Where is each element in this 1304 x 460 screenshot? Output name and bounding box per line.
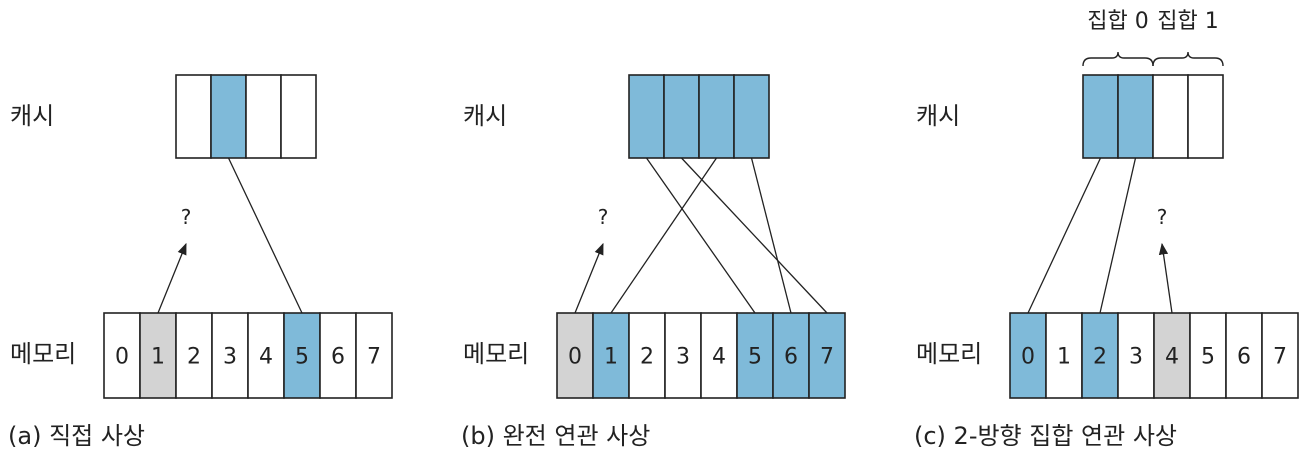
memory-block-label: 6 — [784, 345, 798, 370]
cache-label: 캐시 — [10, 102, 54, 130]
mapping-line — [645, 157, 756, 314]
mapping-lines — [610, 157, 828, 314]
memory-block-label: 2 — [187, 345, 201, 370]
cache-line-2 — [1152, 74, 1189, 159]
mapping-line — [227, 157, 303, 314]
memory-block-label: 0 — [568, 345, 582, 370]
memory-block-label: 0 — [1021, 345, 1035, 370]
memory-block-label: 5 — [1201, 345, 1215, 370]
memory-block-2 — [175, 312, 213, 399]
memory-block-label: 1 — [604, 345, 618, 370]
memory-block-label: 4 — [259, 345, 273, 370]
mapping-lines — [227, 157, 303, 314]
memory-block-0 — [556, 312, 594, 399]
unknown-mark: ? — [181, 205, 192, 229]
memory-block-0 — [1009, 312, 1047, 399]
memory-label: 메모리 — [10, 340, 76, 368]
request-arrow — [1158, 242, 1173, 314]
memory-block-label: 4 — [712, 345, 726, 370]
memory-block-1 — [592, 312, 630, 399]
memory-block-6 — [1225, 312, 1263, 399]
memory-block-label: 6 — [1237, 345, 1251, 370]
memory-block-6 — [319, 312, 357, 399]
memory-block-label: 2 — [640, 345, 654, 370]
unknown-mark: ? — [1157, 205, 1168, 229]
memory-block-label: 3 — [676, 345, 690, 370]
set-braces: 집합 0 집합 1 — [1082, 9, 1224, 67]
cache-line-3 — [280, 74, 317, 159]
memory-block-label: 4 — [1165, 345, 1179, 370]
request-arrow — [574, 242, 604, 314]
mapping-line — [610, 157, 718, 314]
memory-block-label: 3 — [1129, 345, 1143, 370]
memory-block-7 — [355, 312, 393, 399]
memory-block-7 — [808, 312, 846, 399]
cache-line-3 — [733, 74, 770, 159]
set-label-0: 집합 0 — [1087, 9, 1148, 34]
cache-lines — [628, 74, 770, 159]
memory-block-7 — [1261, 312, 1299, 399]
memory-block-label: 7 — [820, 345, 834, 370]
memory-block-3 — [1117, 312, 1155, 399]
cache-line-2 — [245, 74, 282, 159]
mapping-lines — [1027, 157, 1137, 314]
panel-caption: (b) 완전 연관 사상 — [461, 422, 650, 450]
memory-block-label: 6 — [331, 345, 345, 370]
mapping-line — [750, 157, 792, 314]
memory-block-5 — [1189, 312, 1227, 399]
set-label-1: 집합 1 — [1157, 9, 1218, 34]
mapping-line — [681, 157, 828, 314]
memory-block-3 — [664, 312, 702, 399]
cache-line-1 — [1117, 74, 1154, 159]
panel-caption: (c) 2-방향 집합 연관 사상 — [914, 422, 1177, 450]
memory-block-label: 1 — [151, 345, 165, 370]
cache-lines — [1082, 74, 1224, 159]
memory-block-4 — [247, 312, 285, 399]
cache-label: 캐시 — [463, 102, 507, 130]
set-brace-0 — [1082, 51, 1154, 67]
cache-line-1 — [663, 74, 700, 159]
cache-lines — [175, 74, 317, 159]
memory-block-5 — [283, 312, 321, 399]
mapping-line — [1027, 157, 1102, 314]
memory-block-4 — [700, 312, 738, 399]
memory-block-0 — [103, 312, 141, 399]
memory-block-1 — [139, 312, 177, 399]
memory-label: 메모리 — [463, 340, 529, 368]
unknown-mark: ? — [598, 205, 609, 229]
cache-line-0 — [628, 74, 665, 159]
memory-block-label: 7 — [1273, 345, 1287, 370]
memory-block-4 — [1153, 312, 1191, 399]
memory-block-label: 1 — [1057, 345, 1071, 370]
set-brace-1 — [1152, 51, 1224, 67]
cache-line-2 — [698, 74, 735, 159]
memory-block-label: 3 — [223, 345, 237, 370]
cache-line-1 — [210, 74, 247, 159]
memory-block-label: 5 — [748, 345, 762, 370]
memory-label: 메모리 — [916, 340, 982, 368]
cache-line-0 — [1082, 74, 1119, 159]
memory-block-label: 5 — [295, 345, 309, 370]
memory-block-label: 7 — [367, 345, 381, 370]
memory-block-label: 2 — [1093, 345, 1107, 370]
cache-line-3 — [1187, 74, 1224, 159]
panel-caption: (a) 직접 사상 — [8, 422, 145, 450]
cache-label: 캐시 — [916, 102, 960, 130]
mapping-line — [1099, 157, 1137, 314]
cache-line-0 — [175, 74, 212, 159]
request-arrow — [157, 242, 187, 314]
memory-block-label: 0 — [115, 345, 129, 370]
